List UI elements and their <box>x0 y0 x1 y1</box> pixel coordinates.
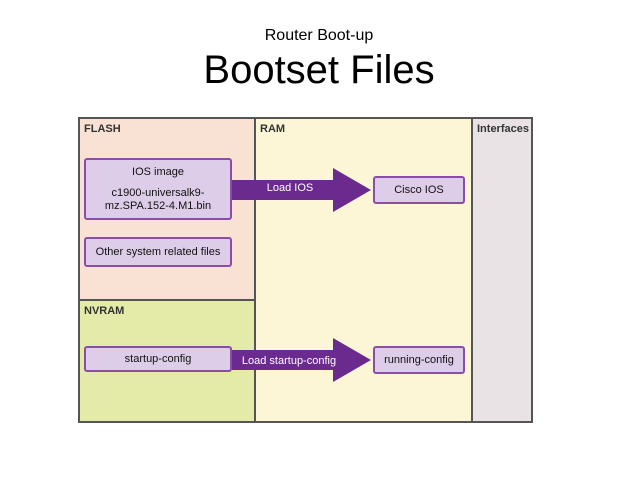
cisco-ios-box: Cisco IOS <box>373 176 465 204</box>
other-files-box: Other system related files <box>84 237 232 267</box>
other-files-label: Other system related files <box>95 245 221 258</box>
cisco-ios-label: Cisco IOS <box>394 183 444 196</box>
interfaces-region: Interfaces <box>471 117 533 423</box>
slide-subtitle: Router Boot-up <box>264 27 374 44</box>
ios-image-box: IOS image c1900-universalk9- mz.SPA.152-… <box>84 158 232 220</box>
ios-image-label: IOS image <box>132 165 184 178</box>
load-startup-config-arrow <box>232 338 371 382</box>
running-config-box: running-config <box>373 346 465 374</box>
interfaces-label: Interfaces <box>477 123 529 135</box>
startup-config-label: startup-config <box>124 352 192 365</box>
ram-label: RAM <box>260 123 286 135</box>
flash-label: FLASH <box>84 123 121 135</box>
ios-image-filename-line1: c1900-universalk9- <box>111 186 205 199</box>
running-config-label: running-config <box>384 353 454 366</box>
ios-image-filename-line2: mz.SPA.152-4.M1.bin <box>104 199 212 212</box>
startup-config-box: startup-config <box>84 346 232 372</box>
load-startup-config-label: Load startup-config <box>241 355 337 367</box>
slide-title: Bootset Files <box>203 48 435 92</box>
load-ios-arrow <box>232 168 371 212</box>
nvram-label: NVRAM <box>84 305 125 317</box>
load-ios-label: Load IOS <box>266 182 314 194</box>
